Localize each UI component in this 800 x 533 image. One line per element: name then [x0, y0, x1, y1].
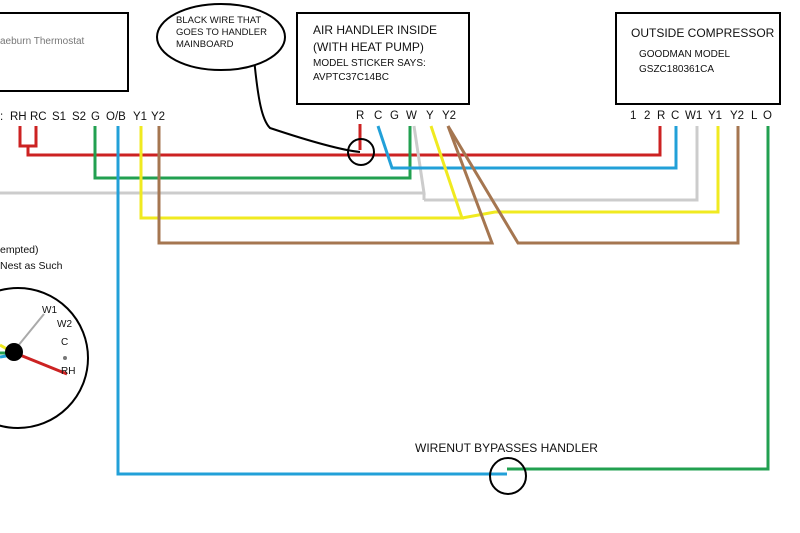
compressor-line-1: GOODMAN MODEL — [639, 49, 731, 60]
note-line-2: Nest as Such — [0, 260, 63, 272]
thermostat-terminal-s1: S1 — [52, 111, 67, 123]
air-handler-box: AIR HANDLER INSIDE (WITH HEAT PUMP) MODE… — [296, 12, 470, 105]
thermostat-dial — [0, 287, 89, 429]
compressor-terminal-y1: Y1 — [708, 110, 723, 122]
compressor-terminal-r: R — [657, 110, 666, 122]
compressor-terminal-y2: Y2 — [730, 110, 745, 122]
red-wire — [18, 124, 662, 157]
compressor-terminal-l: L — [751, 110, 758, 122]
callout-ellipse — [156, 3, 286, 71]
green-wire — [93, 126, 412, 180]
dial-label-w1: W1 — [42, 305, 57, 316]
compressor-title: OUTSIDE COMPRESSOR — [631, 26, 775, 40]
wirenut-circle — [489, 457, 527, 495]
compressor-terminal-2: 2 — [644, 110, 651, 122]
thermostat-terminal-g: G — [91, 111, 100, 123]
gray-wire — [0, 125, 699, 202]
thermostat-terminal-rh: RH — [10, 111, 27, 123]
thermostat-terminal-ob: O/B — [106, 111, 126, 123]
compressor-terminal-c: C — [671, 110, 680, 122]
callout-line-1: BLACK WIRE THAT — [176, 15, 262, 26]
green-o-wire — [507, 126, 770, 471]
dial-label-w2: W2 — [57, 319, 72, 330]
callout-pointer — [253, 57, 361, 153]
thermostat-box: aeburn Thermostat — [0, 12, 129, 92]
compressor-terminal-o: O — [763, 110, 772, 122]
brown-wire — [157, 125, 740, 245]
dial-wire-red — [14, 351, 68, 376]
compressor-terminal-w1: W1 — [685, 110, 703, 122]
air-handler-line-3: MODEL STICKER SAYS: — [313, 58, 426, 69]
handler-terminal-w: W — [406, 110, 417, 122]
dial-label-rh: RH — [61, 366, 76, 377]
compressor-line-2: GSZC180361CA — [639, 64, 715, 75]
compressor-box: OUTSIDE COMPRESSOR GOODMAN MODEL GSZC180… — [615, 12, 781, 105]
handler-r-marker — [347, 138, 375, 166]
thermostat-terminal-s2: S2 — [72, 111, 87, 123]
yellow-wire — [139, 125, 720, 220]
callout-line-3: MAINBOARD — [176, 39, 234, 50]
thermostat-terminal-y2: Y2 — [151, 111, 166, 123]
callout-text: BLACK WIRE THAT GOES TO HANDLER MAINBOAR… — [176, 15, 276, 51]
note-line-1: empted) — [0, 244, 39, 256]
handler-terminal-r: R — [356, 110, 365, 122]
air-handler-line-4: AVPTC37C14BC — [313, 72, 389, 83]
wirenut-label: WIRENUT BYPASSES HANDLER — [415, 441, 598, 455]
dial-label-c: C — [61, 337, 69, 348]
air-handler-line-2: (WITH HEAT PUMP) — [313, 40, 424, 54]
handler-terminal-y: Y — [426, 110, 434, 122]
dial-dot — [63, 356, 67, 360]
thermostat-terminal-rc: RC — [30, 111, 47, 123]
dial-center — [5, 343, 23, 361]
blue-wire — [116, 125, 678, 476]
callout-line-2: GOES TO HANDLER — [176, 27, 267, 38]
thermostat-terminal-y1: Y1 — [133, 111, 148, 123]
air-handler-line-1: AIR HANDLER INSIDE — [313, 23, 438, 37]
compressor-terminal-1: 1 — [630, 110, 637, 122]
handler-terminal-y2: Y2 — [442, 110, 457, 122]
handler-terminal-c: C — [374, 110, 383, 122]
handler-terminal-g: G — [390, 110, 399, 122]
thermostat-title: aeburn Thermostat — [0, 36, 85, 47]
thermostat-terminal-partial: : — [0, 111, 4, 123]
